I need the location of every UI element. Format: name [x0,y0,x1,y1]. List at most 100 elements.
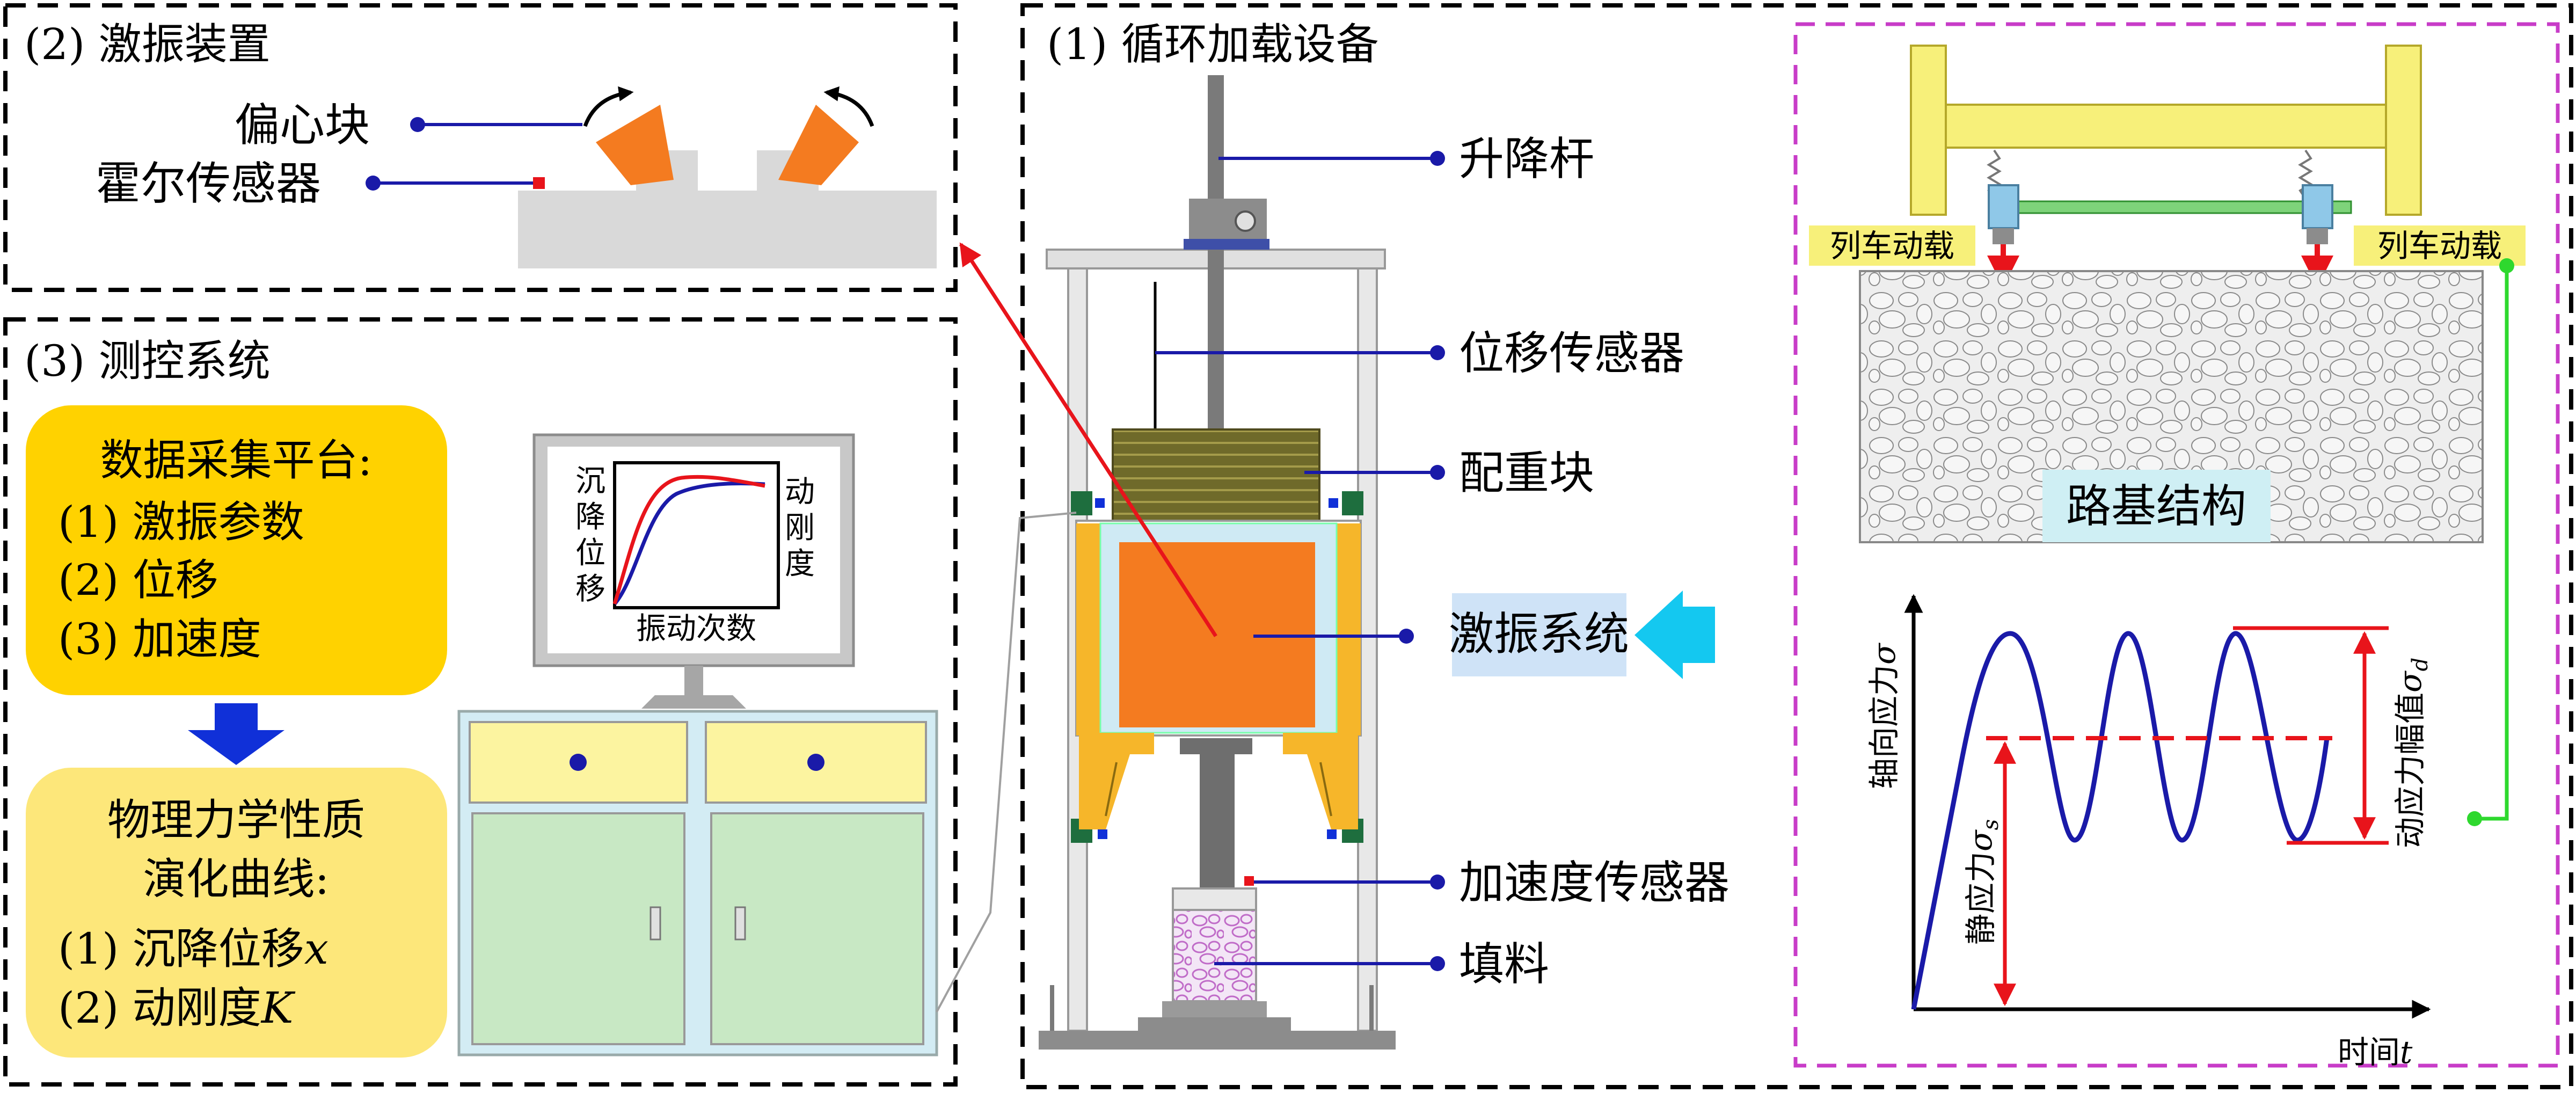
label-filler: 填料 [1459,938,1549,990]
monitor-left-label-4: 移 [575,572,605,607]
frame-clamp-tr [1342,491,1363,515]
cabinet-door-left [471,812,685,1045]
axle-box-right [2307,228,2328,244]
data-platform-item-1: (1) 激振参数 [58,497,304,547]
rotation-arrow-left [583,86,634,127]
cabinet-door-right [710,812,924,1045]
vibrator-frame-right [1337,523,1361,735]
bogie-axle [2001,200,2352,214]
roadbed-label: 路基结构 [2066,480,2246,533]
load-rod-collar [1180,738,1252,754]
panel-control-title: (3) 测控系统 [24,336,271,386]
frame-slot-1 [1095,498,1105,508]
stress-xlabel: 时间t [2338,1034,2413,1070]
evolution-item-1: (1) 沉降位移x [58,924,329,974]
vibration-base [518,191,937,268]
eccentric-block-right [778,105,859,185]
sample-base-upper [1162,1001,1267,1017]
frame-clamp-tl [1071,491,1092,515]
leader-counterweight-dot [1430,465,1445,480]
static-stress-label: 静应力σs [1962,819,2003,945]
vibrator-frame-left [1076,523,1100,735]
data-platform-title: 数据采集平台: [100,435,373,485]
green-connector-dot-bottom [2467,811,2482,826]
monitor-stand [641,695,746,709]
panel-loading-border [1020,3,2573,1089]
eccentric-block-left [596,105,674,185]
label-displacement-sensor: 位移传感器 [1459,327,1684,380]
green-connector-dot-top [2499,258,2514,273]
label-eccentric: 偏心块 [235,99,370,151]
wheel-right [2302,184,2333,229]
bracket-right [1283,733,1358,829]
panel-vibration-title: (2) 激振装置 [24,19,271,69]
dynamic-amplitude-label: 动应力幅值σd [2392,658,2433,848]
label-counterweight: 配重块 [1459,447,1594,499]
train-post-left [1910,45,1947,216]
monitor-bottom-label: 振动次数 [636,611,756,646]
monitor-right-label-2: 刚 [785,511,815,545]
roadbed-label-bg [2042,470,2271,542]
door-handle-right [734,906,746,941]
flow-down-arrow [188,703,284,765]
monitor-left-label-3: 位 [575,536,605,571]
bracket-left [1079,733,1154,829]
load-plate [1172,887,1257,911]
panel-roadbed: 列车动载 列车动载 路基结构 轴向应力σ 时间t 静应力σs 动应力幅值σd [1793,22,2560,1070]
stress-ylabel: 轴向应力σ [1866,643,1902,789]
lift-rod [1208,75,1224,451]
data-platform-box [26,405,447,695]
evolution-line-2: 演化曲线: [143,854,330,904]
wheel-left [1988,184,2019,229]
door-handle-left [650,906,661,941]
frame-base [1039,1031,1396,1050]
green-connector [2475,266,2509,821]
panel-control-border [3,317,958,1087]
frame-slot-3 [1098,829,1107,839]
filler-sample [1172,909,1257,1002]
lift-top-bolt [1235,210,1256,232]
monitor-right-label-1: 动 [785,475,815,509]
evolution-item-2: (2) 动刚度K [58,983,296,1033]
label-vibration-system: 激振系统 [1449,608,1629,660]
leader-filler-dot [1430,956,1445,971]
link-arrow-vibrator [959,242,1217,637]
lift-top-plate [1184,239,1269,250]
leader-hall-dot [366,176,381,191]
panel-control-system: (3) 测控系统 数据采集平台: (1) 激振参数 (2) 位移 (3) 加速度… [3,317,958,1087]
train-load-label-left-bg [1809,225,1975,266]
acceleration-sensor [1244,876,1254,886]
evolution-line-1: 物理力学性质 [107,795,365,845]
monitor-neck [684,666,703,698]
label-lift-rod: 升降杆 [1459,133,1594,185]
leader-eccentric-dot [410,117,425,132]
monitor-left-label-1: 沉 [575,464,605,499]
label-acceleration-sensor: 加速度传感器 [1459,856,1730,909]
panel-vibration-border [3,3,958,292]
rotation-arrow-right [823,86,874,127]
link-line-monitor [936,512,1077,1012]
monitor-curve-red [612,475,765,605]
leader-vibration-system-dot [1399,629,1414,644]
hall-sensor [533,177,545,189]
frame-slot-4 [1327,829,1337,839]
stress-time-chart: 轴向应力σ 时间t 静应力σs 动应力幅值σd [1866,594,2433,1070]
data-platform-item-2: (2) 位移 [58,555,218,605]
sample-base-lower [1138,1017,1291,1033]
monitor-curve-blue [613,482,765,606]
train-load-label-right: 列车动载 [2377,228,2502,264]
bracket-right-edge [1319,762,1332,817]
drawer-knob-left [570,754,587,771]
leader-lift-rod-dot [1430,151,1445,166]
monitor-left-label-2: 降 [575,500,605,535]
stress-curve [1911,631,2330,1010]
leader-displacement-dot [1430,345,1445,360]
drawer-knob-right [807,754,824,771]
train-load-label-right-bg [2354,225,2526,266]
counterweight-block [1112,428,1320,527]
panel-vibration-device: (2) 激振装置 偏心块 霍尔传感器 [3,3,958,292]
train-load-label-left: 列车动载 [1830,228,1954,264]
panel-loading-title: (1) 循环加载设备 [1047,19,1379,69]
axle-box-left [1993,228,2014,244]
